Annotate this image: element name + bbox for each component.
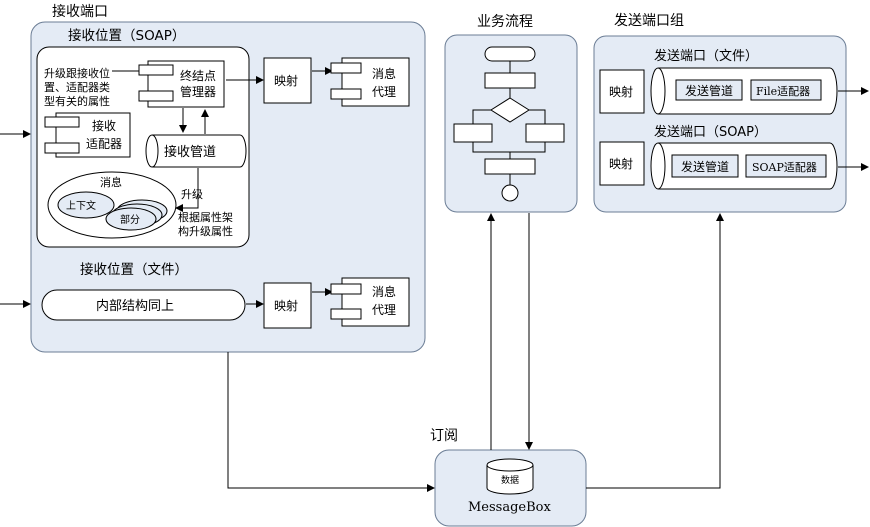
file-location-title: 接收位置（文件） (80, 261, 188, 278)
component-tab-icon (330, 62, 362, 74)
receive-adapter-line-1: 接收 (92, 118, 116, 133)
flow-connector (529, 109, 546, 124)
file-location-inner-label: 内部结构同上 (96, 298, 174, 314)
send-soap-pipeline-label: 发送管道 (681, 159, 729, 174)
receive-port-title: 接收端口 (52, 3, 108, 20)
orchestration-title: 业务流程 (477, 14, 533, 30)
messagebox-to-send-group-arrow (586, 213, 724, 489)
flow-start-terminator (484, 46, 536, 62)
send-soap-adapter-label: SOAP适配器 (752, 161, 817, 174)
send-soap-title: 发送端口（SOAP） (654, 124, 767, 140)
component-tab-icon (44, 116, 80, 128)
flow-end-node (501, 184, 519, 202)
soap-map-label: 映射 (274, 73, 298, 88)
component-tab-icon (44, 142, 80, 154)
part-ellipse-front (105, 207, 157, 231)
soap-map-box (263, 57, 312, 104)
database-icon-top (486, 458, 534, 472)
receive-adapter-line-2: 适配器 (86, 137, 122, 151)
part-label: 部分 (120, 213, 140, 226)
send-file-map-box (599, 69, 645, 114)
messagebox-name: MessageBox (468, 500, 551, 515)
flow-process-step (484, 158, 536, 175)
file-agent-line-2: 代理 (372, 303, 396, 317)
send-file-adapter-box (750, 79, 822, 101)
cylinder-inner-edge (657, 67, 666, 115)
soap-agent-line-1: 消息 (372, 66, 396, 81)
receive-to-messagebox-arrow (227, 352, 435, 492)
flow-branch-left (453, 123, 493, 143)
subscribe-label: 订阅 (430, 428, 458, 444)
receive-pipeline-label: 接收管道 (164, 144, 216, 160)
message-label: 消息 (100, 175, 122, 189)
send-soap-pipeline-box (671, 154, 739, 178)
send-group-title: 发送端口组 (614, 13, 684, 29)
context-ellipse (57, 191, 115, 219)
promote-note-line-2: 置、适配器类 (44, 80, 110, 94)
component-tab-icon (330, 283, 362, 295)
endpoint-manager-line-1: 终结点 (180, 68, 216, 83)
file-map-box (263, 282, 312, 329)
file-agent-line-1: 消息 (372, 284, 396, 299)
flow-decision (490, 97, 530, 123)
endpoint-manager-line-2: 管理器 (180, 84, 216, 99)
flow-process-step (484, 72, 536, 89)
component-tab-icon (330, 308, 362, 320)
flow-connector (472, 109, 491, 124)
send-file-adapter-label: File适配器 (756, 85, 810, 98)
promote-by-schema-line-2: 构升级属性 (178, 224, 233, 238)
receive-pipeline-shape (145, 134, 247, 168)
component-tab-icon (330, 88, 362, 100)
send-file-title: 发送端口（文件） (654, 48, 758, 64)
send-soap-map-label: 映射 (609, 156, 633, 171)
send-file-pipeline-box (675, 79, 743, 101)
component-tab-icon (138, 64, 174, 76)
promote-label: 升级 (181, 188, 203, 201)
promote-by-schema-line-1: 根据属性架 (178, 210, 233, 224)
promote-arrow (175, 168, 199, 212)
file-map-label: 映射 (274, 298, 298, 313)
send-file-pipeline-label: 发送管道 (685, 83, 733, 98)
promote-note-line-3: 型有关的属性 (44, 94, 110, 108)
context-label: 上下文 (66, 199, 96, 212)
file-location-inner-box (41, 289, 246, 321)
promote-note-line-1: 升级跟接收位 (44, 66, 110, 80)
cylinder-inner-edge (657, 142, 666, 190)
pipeline-inner-edge (151, 134, 159, 168)
soap-location-title: 接收位置（SOAP） (68, 27, 185, 44)
flow-branch-right (525, 123, 565, 143)
database-label: 数据 (501, 474, 519, 486)
component-tab-icon (138, 90, 174, 102)
orchestration-panel (444, 34, 578, 213)
soap-agent-line-2: 代理 (372, 85, 396, 99)
send-file-map-label: 映射 (609, 84, 633, 99)
database-icon (486, 465, 534, 495)
send-soap-adapter-box (745, 154, 827, 178)
flow-merge (472, 142, 546, 153)
send-soap-map-box (599, 141, 645, 186)
